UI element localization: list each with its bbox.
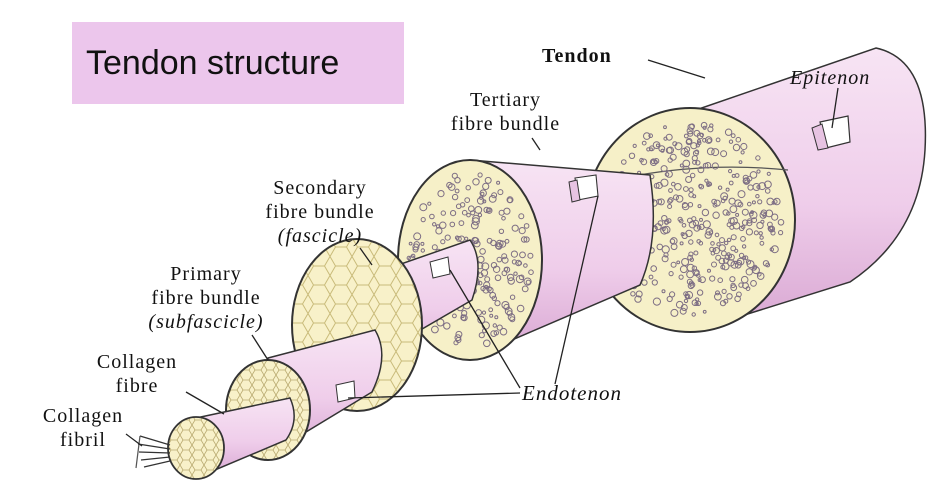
label-collagen-fibre-line1: Collagen [82, 350, 192, 374]
label-collagen-fibril-line2: fibril [28, 428, 138, 452]
label-primary-line2: fibre bundle [116, 286, 296, 310]
label-collagen-fibril: Collagen fibril [28, 404, 138, 452]
label-collagen-fibre-line2: fibre [82, 374, 192, 398]
label-tertiary-bundle: Tertiary fibre bundle [433, 88, 578, 136]
diagram-title: Tendon structure [72, 22, 404, 104]
label-primary-line3: (subfascicle) [116, 310, 296, 334]
collagen-fibril-strands [136, 436, 170, 468]
label-tendon: Tendon [542, 44, 612, 68]
label-collagen-fibril-line1: Collagen [28, 404, 138, 428]
collagen-fibre [168, 398, 294, 479]
leader-primary [252, 335, 268, 360]
leader-tendon [648, 60, 705, 78]
label-secondary-line3: (fascicle) [240, 224, 400, 248]
label-secondary-line1: Secondary [240, 176, 400, 200]
leader-tertiary [532, 138, 540, 150]
label-epitenon: Epitenon [790, 66, 870, 90]
label-endotenon: Endotenon [522, 381, 622, 405]
label-primary-line1: Primary [116, 262, 296, 286]
label-secondary-line2: fibre bundle [240, 200, 400, 224]
label-secondary-bundle: Secondary fibre bundle (fascicle) [240, 176, 400, 248]
label-primary-bundle: Primary fibre bundle (subfascicle) [116, 262, 296, 334]
label-tertiary-line1: Tertiary [433, 88, 578, 112]
label-collagen-fibre: Collagen fibre [82, 350, 192, 398]
label-tertiary-line2: fibre bundle [433, 112, 578, 136]
